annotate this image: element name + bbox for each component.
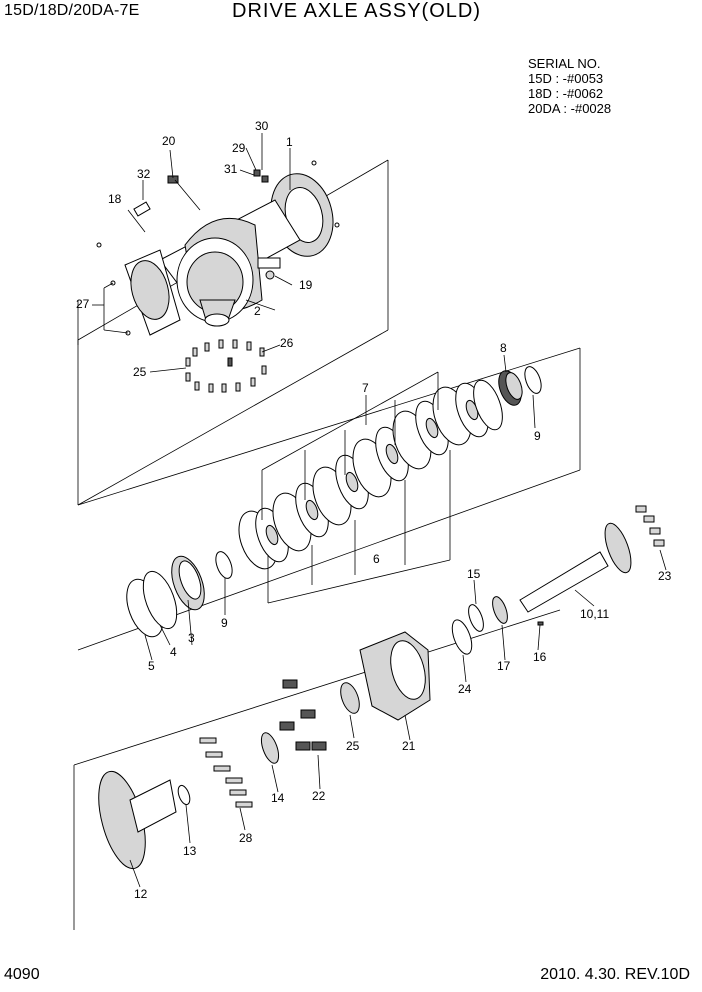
callout-25-lower: 25 [346,739,360,753]
callout-leaders [92,133,667,888]
callout-25-upper: 25 [133,365,147,379]
callout-31: 31 [224,162,238,176]
callout-12: 12 [134,887,148,901]
model-code: 15D/18D/20DA-7E [4,2,140,19]
callout-20: 20 [162,134,176,148]
callout-2: 2 [254,304,261,318]
callout-17: 17 [497,659,511,673]
brake-disc-stack [238,379,503,570]
callout-32: 32 [137,167,151,181]
serial-line-20da: 20DA : -#0028 [528,101,612,116]
callout-28: 28 [239,831,253,845]
callout-9-upper: 9 [534,429,541,443]
bolt-set-28 [199,737,253,808]
axle-housing [96,160,340,336]
callout-22: 22 [312,789,326,803]
callout-15: 15 [467,567,481,581]
callout-13: 13 [183,844,197,858]
piston-seals-3-5 [126,551,233,638]
serial-number-box: SERIAL NO. 15D : -#0053 18D : -#0062 20D… [528,56,611,116]
callout-7: 7 [362,381,369,395]
bolt-set-25-26 [185,339,267,393]
callout-9-lower: 9 [221,616,228,630]
page-number: 4090 [4,966,40,983]
callout-18: 18 [108,192,122,206]
callout-30: 30 [255,119,269,133]
callout-21: 21 [402,739,416,753]
callout-14: 14 [271,791,285,805]
wheel-hub [260,631,431,764]
serial-heading: SERIAL NO. [528,56,601,71]
serial-line-15d: 15D : -#0053 [528,71,604,86]
serial-line-18d: 18D : -#0062 [528,86,604,101]
callout-19: 19 [299,278,313,292]
callout-labels: 1 2 3 4 5 6 7 8 9 9 10,11 12 13 14 15 16… [76,119,672,901]
callout-3: 3 [188,631,195,645]
bearing-8 [498,366,542,406]
axle-shaft [451,505,665,655]
disc-leader-lines [261,371,451,604]
brake-drum [98,770,191,870]
callout-29: 29 [232,141,246,155]
callout-24: 24 [458,682,472,696]
callout-27: 27 [76,297,90,311]
callout-23: 23 [658,569,672,583]
callout-16: 16 [533,650,547,664]
page-title: DRIVE AXLE ASSY(OLD) [232,0,481,22]
revision-date: 2010. 4.30. REV.10D [540,966,690,983]
callout-5: 5 [148,659,155,673]
callout-1: 1 [286,135,293,149]
callout-8: 8 [500,341,507,355]
callout-10-11: 10,11 [580,607,609,621]
hub-group-frame [73,609,561,930]
callout-26: 26 [280,336,294,350]
callout-4: 4 [170,645,177,659]
callout-6: 6 [373,552,380,566]
